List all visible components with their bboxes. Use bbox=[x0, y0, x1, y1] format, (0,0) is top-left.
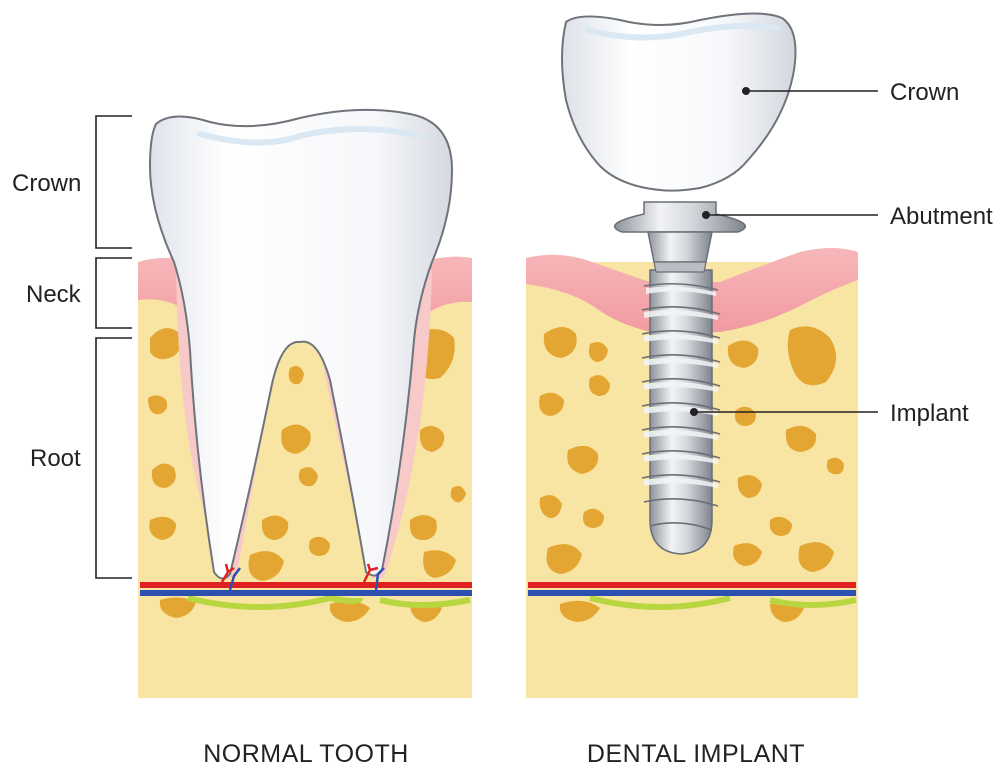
crown-bracket bbox=[96, 116, 132, 248]
dental-implant-illustration bbox=[526, 13, 858, 698]
neck-bracket bbox=[96, 258, 132, 328]
implant-crown bbox=[562, 13, 796, 190]
normal-tooth-illustration bbox=[138, 110, 472, 698]
label-root: Root bbox=[30, 445, 81, 472]
label-crown-implant: Crown bbox=[890, 79, 959, 106]
label-neck: Neck bbox=[26, 281, 82, 308]
label-implant: Implant bbox=[890, 400, 969, 427]
root-bracket bbox=[96, 338, 132, 578]
caption-dental-implant: DENTAL IMPLANT bbox=[587, 740, 805, 768]
caption-normal-tooth: NORMAL TOOTH bbox=[203, 740, 409, 768]
label-crown-normal: Crown bbox=[12, 170, 81, 197]
normal-tooth-labels: Crown Neck Root bbox=[12, 116, 132, 578]
label-abutment: Abutment bbox=[890, 203, 993, 230]
abutment bbox=[615, 202, 746, 272]
